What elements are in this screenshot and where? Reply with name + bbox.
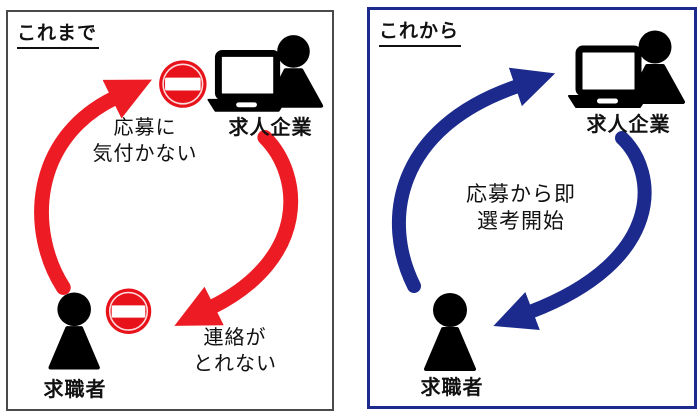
- panel-after-title: これから: [379, 16, 462, 47]
- arrow-apply-blocked: [34, 79, 152, 295]
- center-note-line2: 選考開始: [477, 210, 565, 233]
- contact-note-line1: 連絡が: [203, 327, 267, 349]
- no-entry-sign-top-icon: [159, 60, 207, 108]
- arrow-contact-direct: [493, 131, 652, 330]
- contact-note-line2: とれない: [193, 353, 277, 375]
- seeker-label: 求職者: [43, 379, 107, 401]
- company-label: 求人企業: [586, 114, 671, 136]
- seeker-label: 求職者: [420, 377, 484, 399]
- company-label: 求人企業: [228, 117, 313, 139]
- arrow-apply-direct: [391, 67, 556, 293]
- apply-note-line1: 応募に: [113, 117, 177, 139]
- before-diagram-canvas: [34, 35, 324, 370]
- apply-note-line2: 気付かない: [92, 143, 198, 165]
- job-seeker-person-icon: [424, 293, 476, 371]
- company-laptop-person-icon: [568, 30, 685, 108]
- arrow-contact-blocked: [174, 129, 299, 326]
- center-note: 応募から即 選考開始: [436, 181, 606, 235]
- apply-blocked-note: 応募に 気付かない: [55, 115, 235, 167]
- contact-blocked-note: 連絡が とれない: [155, 325, 315, 377]
- no-entry-sign-bottom-icon: [105, 288, 152, 334]
- panel-after: これから 求人企業 求職者 応募から即 選考開始: [367, 7, 697, 409]
- job-seeker-person-icon: [48, 292, 100, 370]
- center-note-line1: 応募から即: [466, 183, 576, 206]
- after-diagram-canvas: [391, 30, 685, 371]
- panel-before: これまで 求人企業 求職者 応募に 気付かない 連絡が とれない: [6, 10, 334, 411]
- panel-before-title: これまで: [17, 18, 100, 49]
- company-laptop-person-icon: [207, 35, 324, 112]
